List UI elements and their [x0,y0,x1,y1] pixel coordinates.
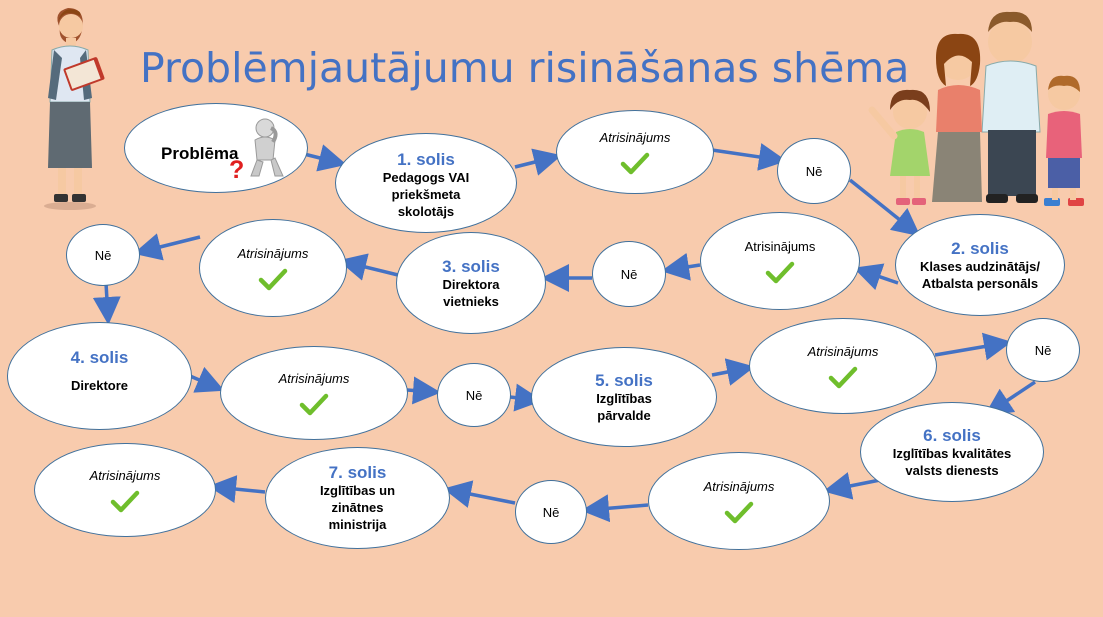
step-6-number: 6. solis [923,425,981,445]
step-5-number: 5. solis [595,370,653,390]
step-2-number: 2. solis [951,238,1009,258]
no-label: Nē [620,266,638,282]
resolution-node-1: Atrisinājums [556,110,714,194]
arrow-step3-to-res3 [338,253,399,281]
step-2-node: 2. solis Klases audzinātājs/ Atbalsta pe… [895,214,1065,316]
resolution-label: Atrisinājums [703,478,775,494]
page-title: Problēmjautājumu risināšanas shēma [140,44,910,92]
resolution-label: Atrisinājums [807,343,879,359]
no-node-2: Nē [592,241,666,307]
no-label: Nē [94,247,112,263]
arrow-step2-to-res2 [853,263,899,291]
step-3-text: Direktora vietnieks [442,276,500,309]
arrow-res6-to-no6 [581,494,649,523]
arrow-no3-to-step4 [92,282,121,325]
teacher-illustration [44,8,105,210]
arrow-res4-to-no4 [406,376,441,405]
resolution-label: Atrisinājums [599,129,671,145]
step-6-text: Izglītības kvalitātes valsts dienests [892,445,1012,478]
arrow-res3-to-no3 [133,233,201,261]
resolution-node-6: Atrisinājums [648,452,830,550]
arrow-res1-to-no1 [711,143,787,171]
arrow-no5-to-step6 [984,380,1036,416]
resolution-node-5: Atrisinājums [749,318,937,414]
step-5-node: 5. solis Izglītības pārvalde [531,347,717,447]
problem-label: Problēma [161,144,239,163]
step-1-text: Pedagogs VAI priekšmeta skolotājs [382,170,470,219]
problem-node: Problēma ? [124,103,308,193]
resolution-node-4: Atrisinājums [220,346,408,440]
step-3-number: 3. solis [442,256,500,276]
resolution-node-3: Atrisinājums [199,219,347,317]
step-4-text: Direktore [70,378,129,393]
check-mark-icon [110,490,140,512]
thinking-person-icon [250,118,284,177]
family-illustration [868,11,1084,206]
no-label: Nē [1034,342,1052,358]
arrow-res2-to-no2 [661,252,701,281]
question-mark-icon: ? [229,156,245,184]
step-1-node: 1. solis Pedagogs VAI priekšmeta skolotā… [335,133,517,233]
step-1-number: 1. solis [397,150,455,169]
arrow-step1-to-res1 [514,148,562,176]
no-node-6: Nē [515,480,587,544]
no-node-5: Nē [1006,318,1080,382]
no-node-3: Nē [66,224,140,286]
resolution-label: Atrisinājums [237,245,309,261]
step-3-node: 3. solis Direktora vietnieks [396,232,546,334]
resolution-label: Atrisinājums [278,370,350,386]
resolution-label: Atrisinājums [744,238,816,254]
check-mark-icon [724,501,754,523]
check-mark-icon [299,393,329,415]
resolution-label: Atrisinājums [89,467,161,483]
no-label: Nē [542,504,560,520]
arrow-step5-to-res5 [711,358,755,386]
step-7-text: Izglītības un zinātnes ministrija [319,483,396,532]
check-mark-icon [620,152,650,174]
step-4-number: 4. solis [70,348,129,367]
resolution-node-2: Atrisinājums [700,212,860,310]
step-4-node: 4. solis Direktore [7,322,192,430]
arrow-no6-to-step7 [443,480,516,508]
arrow-step4-to-res4 [189,366,225,393]
step-5-text: Izglītības pārvalde [596,390,652,423]
no-node-1: Nē [777,138,851,204]
arrow-no1-to-step2 [848,178,921,237]
check-mark-icon [765,261,795,283]
step-7-number: 7. solis [328,463,387,482]
check-mark-icon [258,268,288,290]
no-label: Nē [465,387,483,403]
arrow-step6-to-res6 [823,472,881,500]
step-6-node: 6. solis Izglītības kvalitātes valsts di… [860,402,1044,502]
resolution-node-7: Atrisinājums [34,443,216,537]
check-mark-icon [828,366,858,388]
step-7-node: 7. solis Izglītības un zinātnes ministri… [265,447,450,549]
no-label: Nē [805,163,823,179]
arrow-res5-to-no5 [934,332,1012,361]
step-2-text: Klases audzinātājs/ Atbalsta personāls [920,258,1040,291]
no-node-4: Nē [437,363,511,427]
arrow-step7-to-res7 [208,475,266,504]
